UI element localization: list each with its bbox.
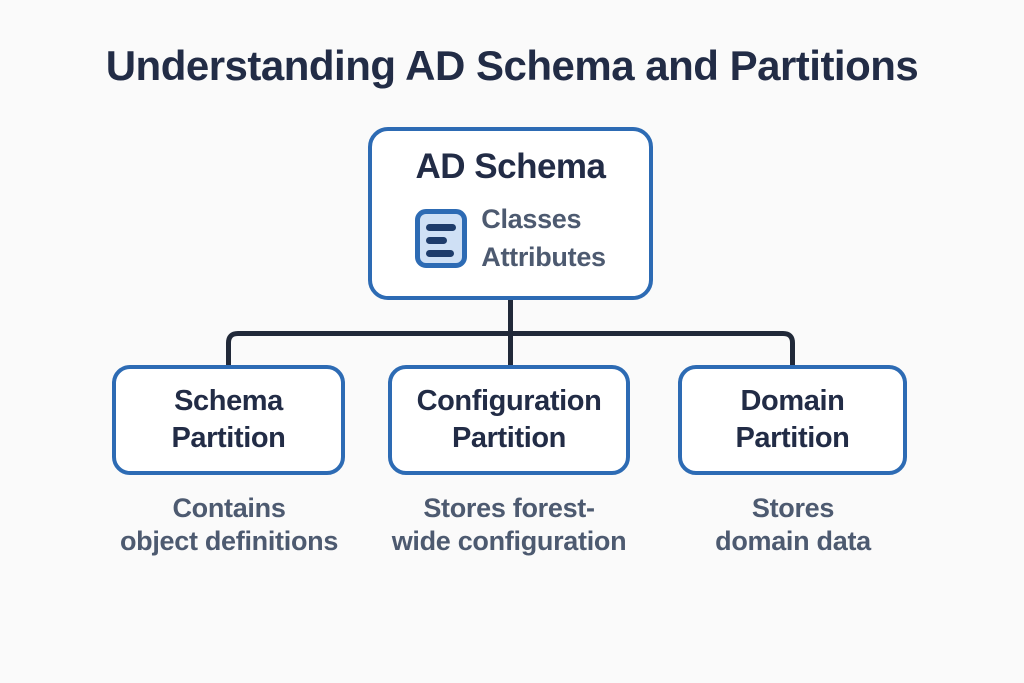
title-line: Configuration	[416, 385, 602, 417]
description-line: domain data	[715, 526, 871, 556]
node-ad-schema-title: AD Schema	[415, 147, 606, 186]
document-icon-line-2	[426, 236, 448, 244]
node-domain-partition-title: Domain Partition	[735, 383, 849, 457]
description-line: object definitions	[119, 526, 339, 556]
node-domain-partition: Domain Partition	[678, 365, 907, 475]
feature-attributes: Attributes	[481, 242, 606, 272]
node-ad-schema: AD Schema Classes Attributes	[368, 127, 653, 300]
connector-crossbar	[226, 331, 795, 367]
domain-partition-description: Stores domain data	[643, 492, 943, 558]
feature-classes: Classes	[481, 204, 582, 234]
diagram-title: Understanding AD Schema and Partitions	[105, 42, 919, 89]
document-lines-icon	[415, 208, 468, 268]
description-line: Stores	[751, 493, 835, 523]
description-line: Stores forest-	[423, 493, 595, 523]
title-line: Domain	[740, 385, 845, 417]
node-ad-schema-body: Classes Attributes	[415, 200, 606, 276]
node-schema-partition-title: Schema Partition	[171, 383, 285, 457]
title-line: Partition	[171, 422, 286, 454]
node-schema-partition: Schema Partition	[112, 365, 345, 475]
node-configuration-partition: Configuration Partition	[388, 365, 630, 475]
document-icon-line-3	[426, 249, 455, 257]
title-line: Partition	[735, 422, 850, 454]
description-line: Contains	[172, 493, 286, 523]
description-line: wide configuration	[391, 526, 627, 556]
title-line: Partition	[451, 422, 566, 454]
node-configuration-partition-title: Configuration Partition	[417, 383, 602, 457]
configuration-partition-description: Stores forest- wide configuration	[359, 492, 659, 558]
document-icon-line-1	[426, 223, 457, 231]
title-line: Schema	[174, 385, 283, 417]
schema-feature-list: Classes Attributes	[481, 200, 606, 276]
schema-partition-description: Contains object definitions	[79, 492, 379, 558]
